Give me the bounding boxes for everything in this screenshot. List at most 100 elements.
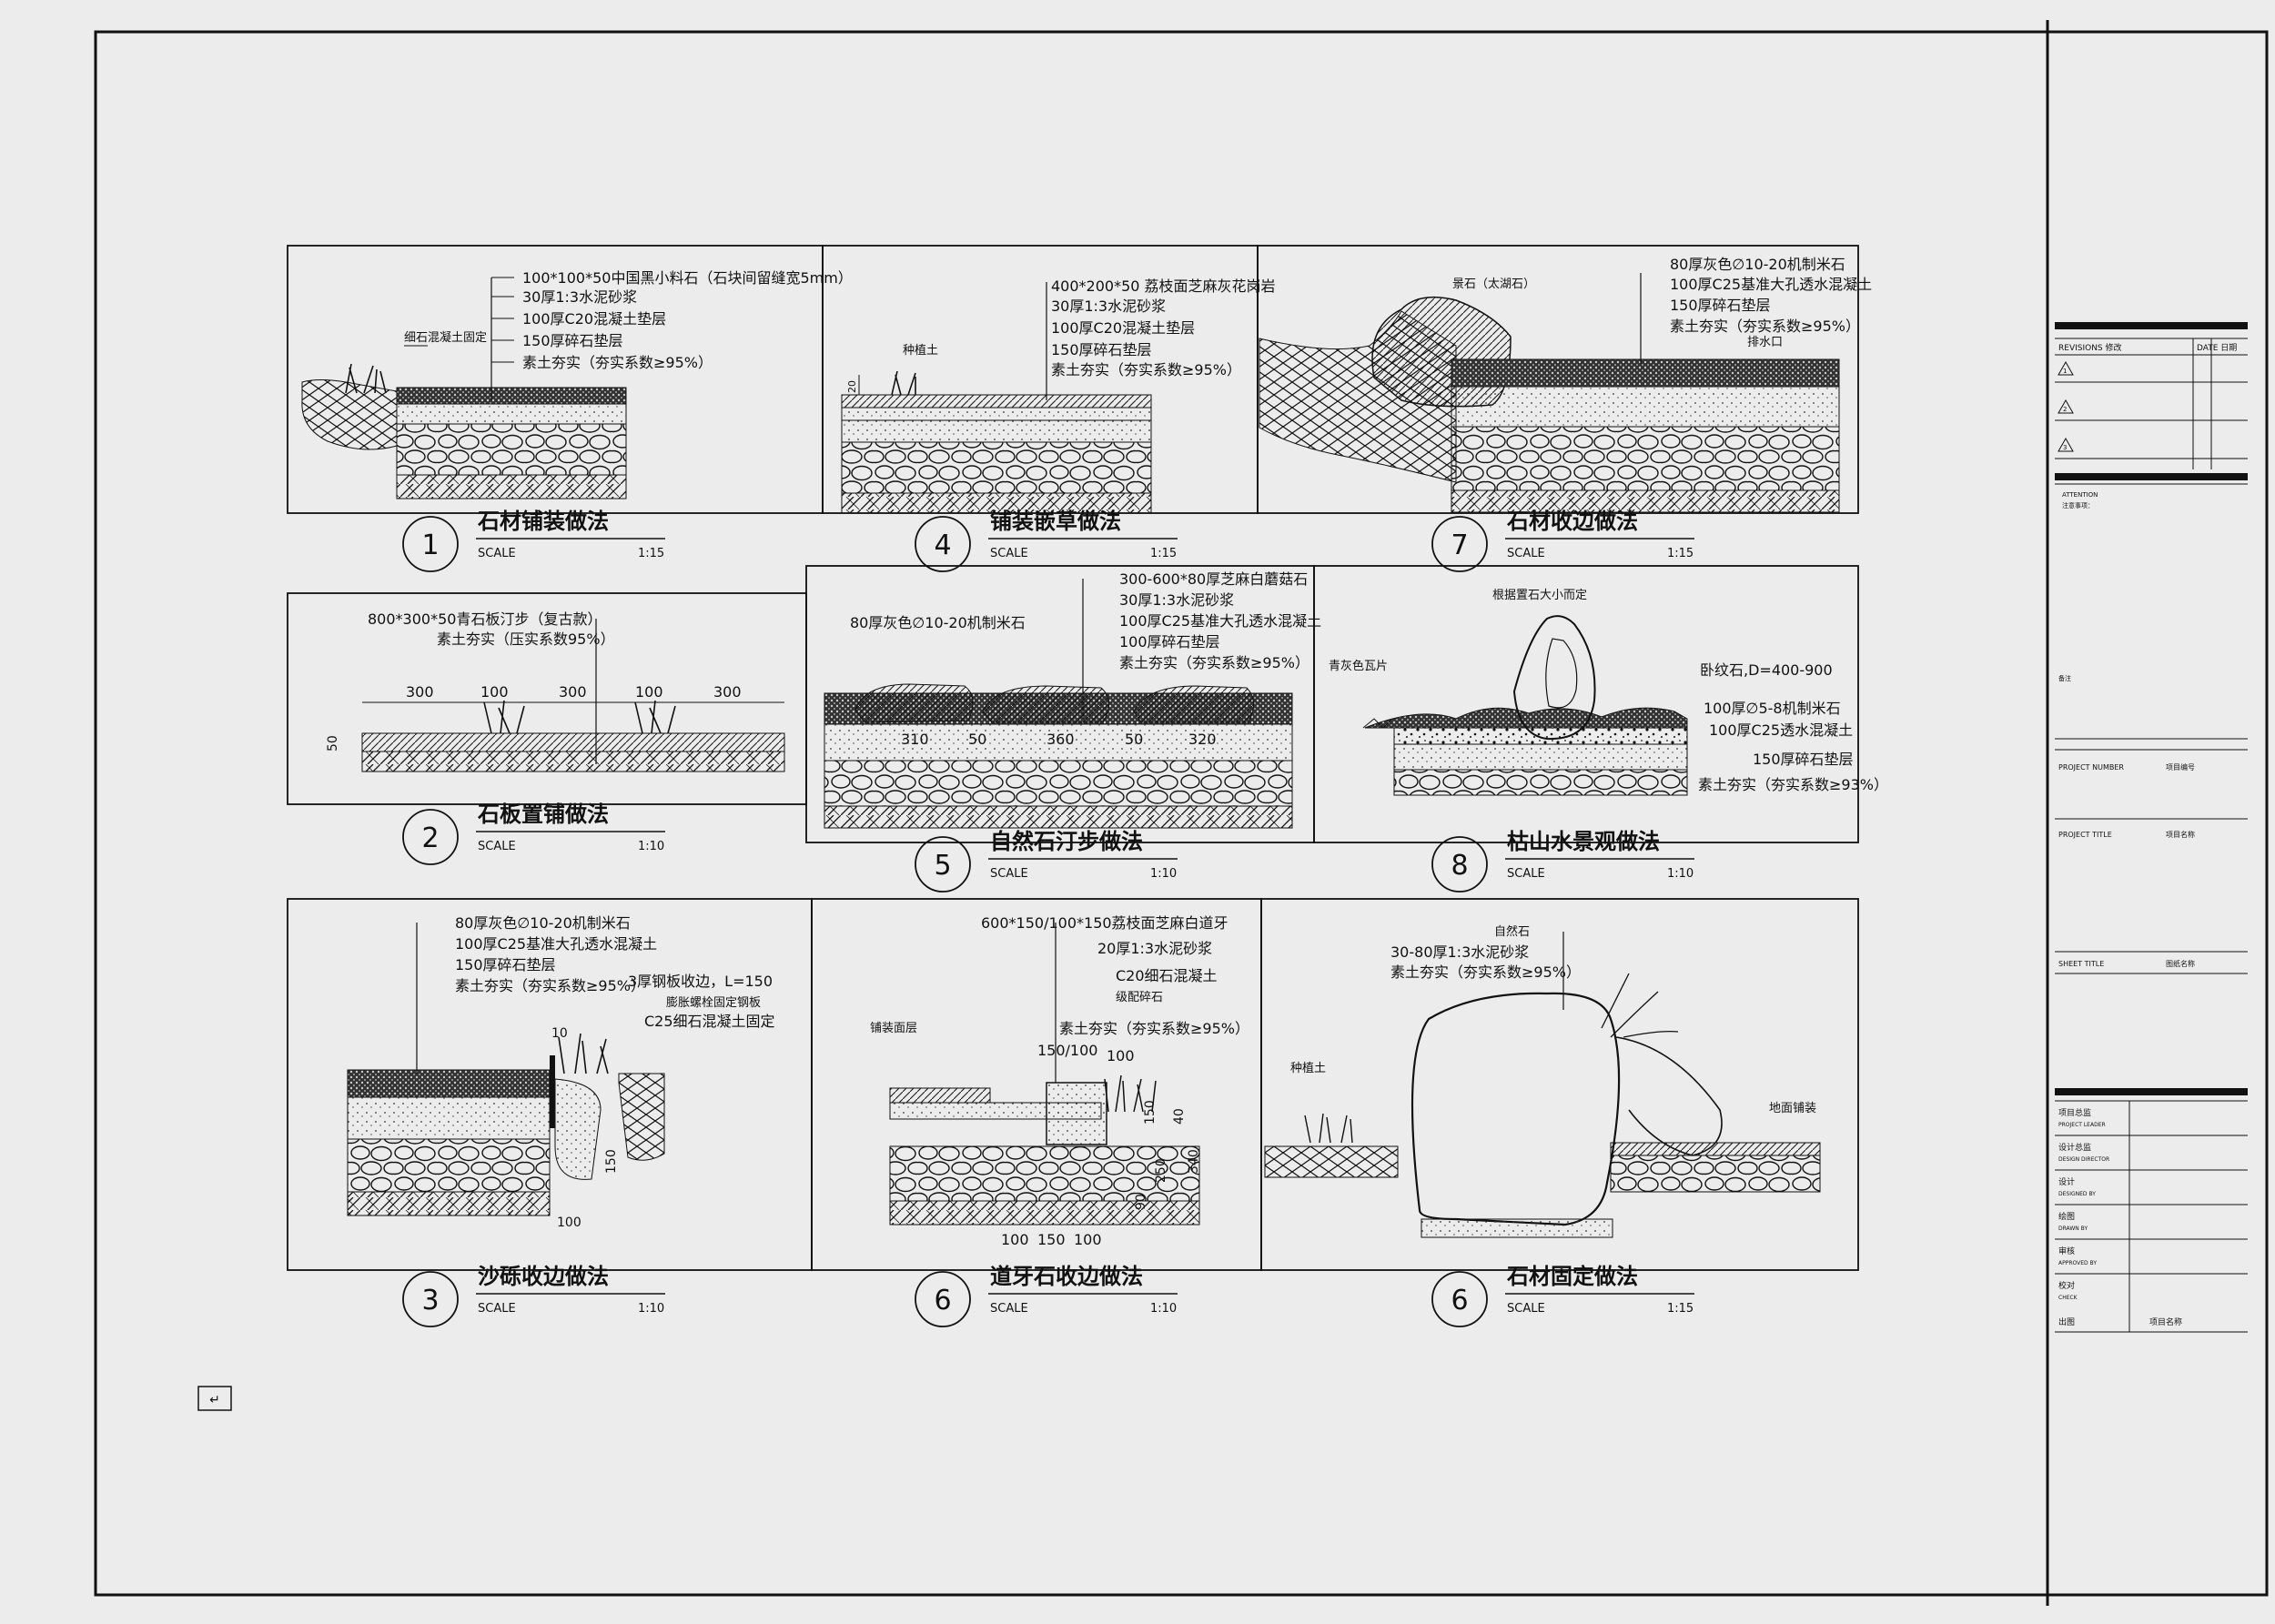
d4-note-2: 20 (846, 380, 858, 393)
section-detail-5 (824, 579, 1293, 829)
scale-value: 1:10 (1150, 1302, 1177, 1316)
tb-row-en: PROJECT LEADER (2058, 1122, 2106, 1128)
d4-note-1: 种植土 (903, 344, 938, 358)
project-number-cn: 项目编号 (2166, 762, 2195, 772)
detail-title: 石材铺装做法 (477, 509, 609, 534)
tb-row-en: DRAWN BY (2058, 1226, 2088, 1232)
d6a-layer-1: 600*150/100*150荔枝面芝麻白道牙 (981, 914, 1228, 932)
detail-number: 3 (421, 1285, 439, 1316)
d6a-layer-2: 20厚1:3水泥砂浆 (1097, 940, 1212, 957)
d3-layer-1: 80厚灰色∅10-20机制米石 (455, 914, 631, 932)
d6b-layer-3: 素土夯实（夯实系数≥95%） (1390, 963, 1581, 981)
d3-dim-3: 100 (557, 1215, 581, 1230)
d6a-dim-8: 100 (1001, 1231, 1029, 1248)
detail-number: 4 (934, 530, 951, 561)
d6a-dim-5: 250 (1154, 1158, 1168, 1183)
d3-dim-1: 10 (551, 1026, 568, 1041)
section-detail-7 (1259, 273, 1840, 513)
tb-row-cn: 设计 (2058, 1176, 2075, 1187)
d2-dim-1: 300 (406, 683, 434, 701)
d7-layer-3: 150厚碎石垫层 (1670, 297, 1771, 314)
section-detail-6a (889, 923, 1200, 1226)
title-block: REVISIONS 修改 DATE 日期 1 2 3 ATTENTION 注意事… (2055, 322, 2248, 1333)
d6a-dim-3: 150 (1143, 1100, 1158, 1125)
legend-mark: ↵ (209, 1393, 220, 1407)
section-detail-1 (301, 277, 627, 499)
detail-number-circle (915, 836, 971, 893)
d2-dim-4: 100 (635, 683, 663, 701)
d2-layer-1: 800*300*50青石板汀步（复古款） (368, 610, 602, 628)
section-detail-3 (347, 923, 665, 1216)
detail-number: 7 (1451, 530, 1468, 561)
d6a-dim-4: 40 (1172, 1108, 1187, 1125)
d2-dim-6: 50 (326, 735, 340, 751)
d5-dim-1: 310 (901, 731, 929, 748)
d7-note-1: 景石（太湖石） (1452, 277, 1535, 291)
callout-detail-8: 根据置石大小而定 卧纹石,D=400-900 100厚∅5-8机制米石 100厚… (1329, 589, 1888, 793)
d1-layer-4: 150厚碎石垫层 (522, 332, 623, 349)
d8-layer-2: 卧纹石,D=400-900 (1700, 661, 1833, 679)
d5-note-1: 80厚灰色∅10-20机制米石 (850, 614, 1026, 631)
detail-number: 8 (1451, 850, 1468, 882)
d6a-note-1: 铺装面层 (870, 1022, 917, 1035)
d1-layer-1: 100*100*50中国黑小料石（石块间留缝宽5mm） (522, 269, 853, 287)
d6a-dim-10: 100 (1074, 1231, 1102, 1248)
d3-layer-6: 膨胀螺栓固定钢板 (666, 996, 761, 1010)
callout-detail-5: 300-600*80厚芝麻白蘑菇石 30厚1:3水泥砂浆 100厚C25基准大孔… (850, 570, 1321, 748)
scale-label: SCALE (990, 1302, 1028, 1316)
scale-label: SCALE (1507, 867, 1545, 881)
tb-row-cn: 设计总监 (2058, 1142, 2091, 1153)
tb-row-cn: 校对 (2058, 1280, 2075, 1291)
detail-number-circle (402, 516, 459, 572)
d6a-layer-3: C20细石混凝土 (1116, 967, 1218, 984)
frame-detail-6b (1260, 898, 1859, 1271)
frame-detail-7 (1257, 245, 1859, 514)
rev-mark-1: 1 (2063, 368, 2067, 375)
d5-layer-3: 100厚C25基准大孔透水混凝土 (1119, 612, 1321, 630)
d1-layer-5: 素土夯实（夯实系数≥95%） (522, 354, 713, 371)
detail-title: 自然石汀步做法 (990, 829, 1143, 854)
d5-dim-4: 50 (1125, 731, 1143, 748)
d5-dim-3: 360 (1046, 731, 1075, 748)
tb-row-en: DESIGN DIRECTOR (2058, 1156, 2109, 1163)
d1-note-1: 细石混凝土固定 (404, 330, 487, 345)
d8-layer-5: 150厚碎石垫层 (1753, 751, 1854, 768)
d7-note-2: 排水口 (1747, 336, 1783, 349)
callout-detail-7: 80厚灰色∅10-20机制米石 100厚C25基准大孔透水混凝土 150厚碎石垫… (1452, 256, 1872, 349)
d3-dim-2: 150 (604, 1149, 619, 1174)
scale-value: 1:15 (1150, 547, 1177, 560)
d4-layer-3: 100厚C20混凝土垫层 (1051, 319, 1195, 337)
scale-value: 1:15 (638, 547, 664, 560)
detail-number: 1 (421, 530, 439, 561)
sheet-title-label: SHEET TITLE (2058, 960, 2104, 968)
d3-layer-2: 100厚C25基准大孔透水混凝土 (455, 935, 657, 953)
d8-layer-4: 100厚C25透水混凝土 (1709, 721, 1853, 739)
d7-layer-4: 素土夯实（夯实系数≥95%） (1670, 318, 1860, 335)
scale-label: SCALE (990, 547, 1028, 560)
detail-title: 道牙石收边做法 (990, 1264, 1143, 1289)
d6a-dim-6: 340 (1187, 1149, 1201, 1174)
scale-label: SCALE (990, 867, 1028, 881)
d1-layer-2: 30厚1:3水泥砂浆 (522, 288, 637, 306)
detail-title: 沙砾收边做法 (478, 1264, 609, 1289)
d6b-layer-2: 30-80厚1:3水泥砂浆 (1390, 943, 1529, 961)
d3-layer-4: 素土夯实（夯实系数≥95%） (455, 977, 645, 994)
scale-label: SCALE (478, 840, 516, 853)
callout-detail-1: 100*100*50中国黑小料石（石块间留缝宽5mm） 30厚1:3水泥砂浆 1… (404, 269, 853, 371)
scale-label: SCALE (1507, 547, 1545, 560)
detail-number-circle (915, 1271, 971, 1327)
notes-label: 备注 (2058, 674, 2071, 682)
section-detail-4 (841, 282, 1152, 514)
section-detail-8 (1362, 615, 1688, 796)
tb-row-en: DESIGNED BY (2058, 1191, 2096, 1197)
d3-layer-5: 3厚钢板收边，L=150 (628, 973, 773, 990)
detail-number: 6 (1451, 1285, 1468, 1316)
stamp-value: 项目名称 (2149, 1316, 2182, 1327)
detail-title: 铺装嵌草做法 (990, 509, 1121, 534)
sheet-title-cn: 图纸名称 (2166, 959, 2195, 968)
scale-value: 1:15 (1667, 1302, 1694, 1316)
tb-row-cn: 绘图 (2058, 1211, 2075, 1222)
d2-dim-5: 300 (713, 683, 742, 701)
